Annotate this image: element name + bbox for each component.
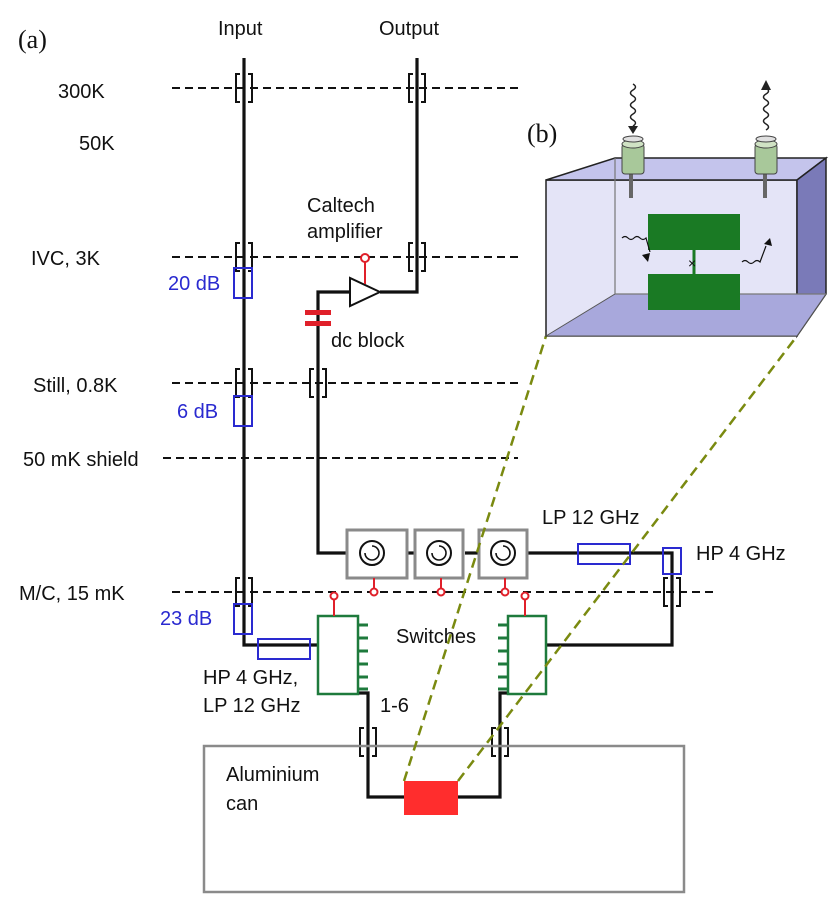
zoom-line-left [402,335,548,782]
circulator-3 [477,528,529,597]
output-connector-icon [754,80,778,175]
circulator-2-pin [436,587,446,597]
sample-box-3d: × [544,156,829,339]
hp-filter [662,547,682,575]
can-label-line2: can [226,793,258,815]
attenuator-23db [233,603,253,635]
coupling-in-icon [621,235,651,253]
anchor-output-300k [408,73,426,103]
amplifier-label-line1: Caltech [307,195,375,217]
switch-2 [498,591,548,696]
junction-icon: × [688,255,696,271]
lp-filter-label: LP 12 GHz [542,507,639,529]
circulator-arrow-icon [364,545,380,561]
zoom-line-right [457,335,798,782]
circulator-3-pin [500,587,510,597]
input-header: Input [218,18,263,40]
panel-b-label: (b) [527,119,557,148]
anchor-can-input [359,727,377,757]
dc-block-label: dc block [331,330,405,352]
anchor-input-ivc [235,242,253,272]
stage-label-300k: 300K [58,81,105,103]
output-line-top [380,58,419,294]
coupling-out-icon [741,245,767,265]
dc-block-capacitor [305,310,331,326]
switch-range-label: 1-6 [380,695,409,717]
anchor-can-output [491,727,509,757]
output-header: Output [379,18,439,40]
stage-label-ivc: IVC, 3K [31,248,101,270]
attenuator-20db-label: 20 dB [168,273,220,295]
attenuator-6db-label: 6 dB [177,401,218,423]
can-label-line1: Aluminium [226,764,319,786]
switches-label: Switches [396,626,476,648]
switch-1 [316,591,368,696]
circulator-1-pin [369,587,379,597]
stage-label-mc: M/C, 15 mK [19,583,125,605]
anchor-output-mc [663,577,681,607]
attenuator-6db [233,395,253,427]
circulator-arrow-icon [495,545,511,561]
amplifier-bias-pin [360,253,370,263]
hp-filter-label: HP 4 GHz [696,543,786,565]
anchor-input-mc [235,577,253,607]
stage-label-shield: 50 mK shield [23,449,139,471]
input-filter-label-line2: LP 12 GHz [203,695,300,717]
stage-label-50k: 50K [79,133,115,155]
sample-chip [404,781,458,815]
lp-filter [577,543,631,565]
chip-pad-top [648,214,740,250]
circulator-arrow-icon [431,545,447,561]
panel-a-label: (a) [18,25,47,54]
input-filter-label-line1: HP 4 GHz, [203,667,298,689]
input-filter [257,638,311,660]
amplifier-label-line2: amplifier [307,221,383,243]
aluminium-can [202,744,686,894]
switch-1-pin [329,591,339,601]
anchor-output-still [309,368,327,398]
circulator-2 [413,528,465,597]
circulator-1 [345,528,409,597]
attenuator-20db [233,267,253,299]
input-connector-icon [621,83,645,175]
box-top-face [545,157,829,181]
thermal-anchors [235,73,681,757]
attenuator-23db-label: 23 dB [160,608,212,630]
switch-2-pin [520,591,530,601]
circulators [345,528,529,597]
anchor-output-ivc [408,242,426,272]
stage-label-still: Still, 0.8K [33,375,118,397]
chip-pad-bottom [648,274,740,310]
anchor-input-300k [235,73,253,103]
output-line-down [316,290,350,555]
circulator-to-switch-line [527,551,674,647]
input-line [242,58,318,647]
amplifier-symbol [349,276,383,308]
